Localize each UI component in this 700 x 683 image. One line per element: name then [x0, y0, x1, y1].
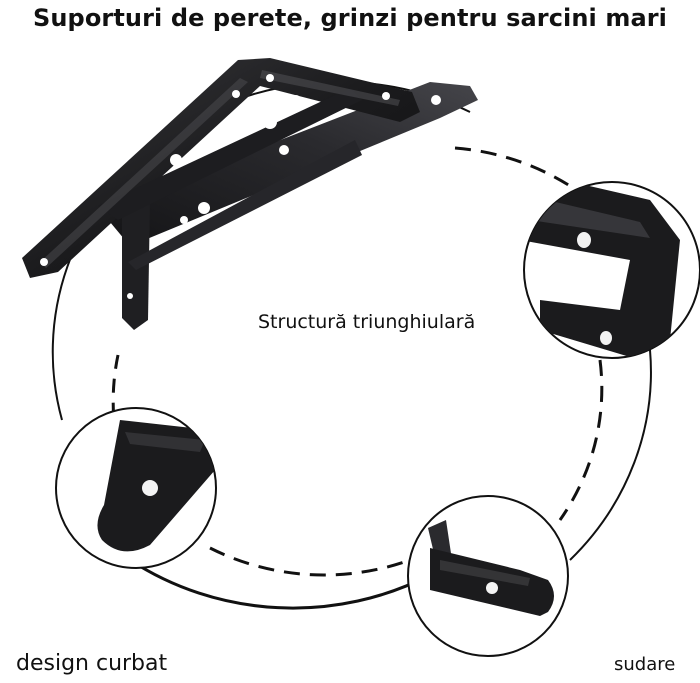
detail-weld-image	[407, 495, 569, 657]
detail-corner-image	[523, 181, 700, 359]
detail-curved-image	[55, 407, 217, 569]
label-triangular-structure: Structură triunghiulară	[258, 311, 476, 333]
label-welding: sudare	[614, 654, 676, 675]
main-bracket-image	[22, 58, 478, 330]
page-title: Suporturi de perete, grinzi pentru sarci…	[32, 4, 668, 32]
label-curved-design: design curbat	[16, 651, 168, 676]
